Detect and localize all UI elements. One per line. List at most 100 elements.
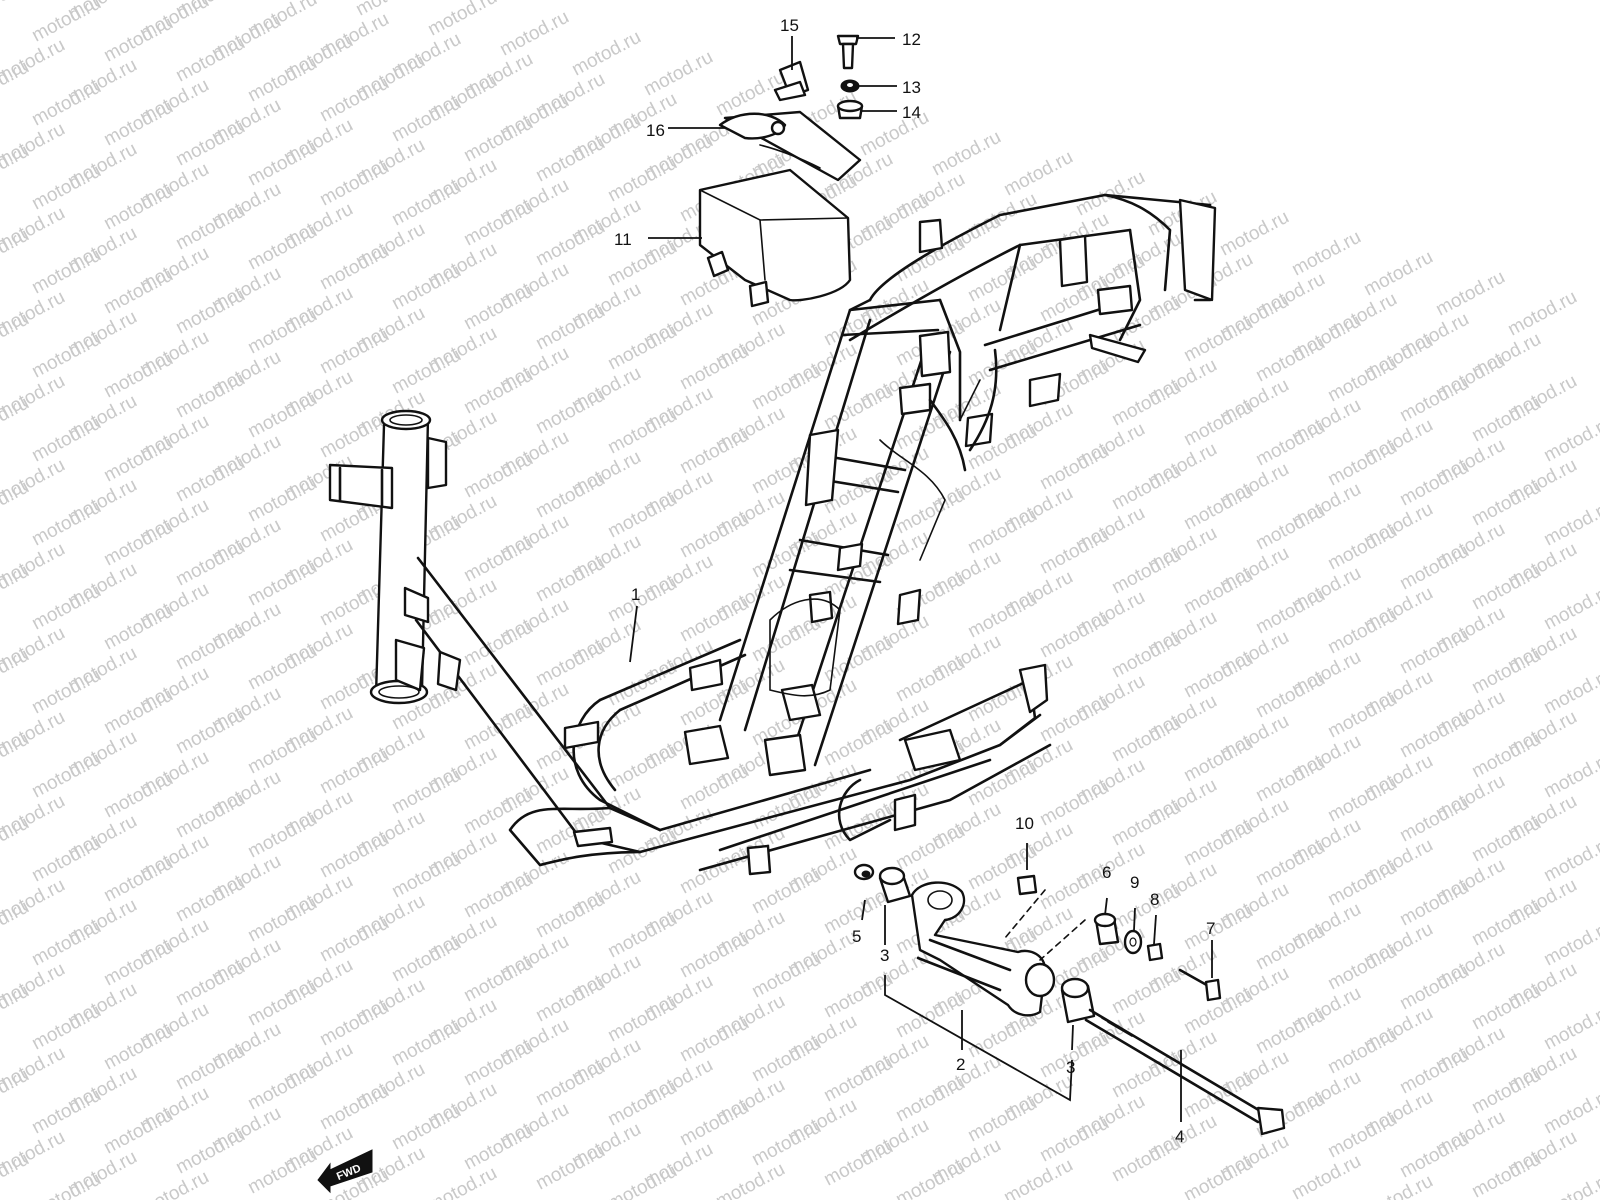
watermark-text: motod.ru xyxy=(496,7,572,61)
watermark-text: motod.ru xyxy=(460,869,536,923)
watermark-text: motod.ru xyxy=(1252,921,1328,975)
watermark-text: motod.ru xyxy=(28,1001,104,1055)
long-bolt xyxy=(1084,1008,1286,1136)
watermark-text: motod.ru xyxy=(964,253,1040,307)
callout-labels: 1 2 3 3 4 5 6 7 8 9 10 11 12 13 14 15 16 xyxy=(614,16,1215,1146)
watermark-text: motod.ru xyxy=(892,989,968,1043)
watermark-text: motod.ru xyxy=(244,641,320,695)
watermark-text: motod.ru xyxy=(1324,1025,1400,1079)
watermark-text: motod.ru xyxy=(1036,525,1112,579)
watermark-text: motod.ru xyxy=(820,717,896,771)
watermark-text: motod.ru xyxy=(244,977,320,1031)
watermark-text: motod.ru xyxy=(28,581,104,635)
watermark-text: motod.ru xyxy=(100,769,176,823)
watermark-text: motod.ru xyxy=(1036,609,1112,663)
watermark-text: motod.ru xyxy=(604,573,680,627)
watermark-text: motod.ru xyxy=(1288,1151,1364,1200)
callout-3b: 3 xyxy=(1066,1058,1075,1077)
watermark-text: motod.ru xyxy=(748,361,824,415)
watermark-text: motod.ru xyxy=(172,201,248,255)
watermark-text: motod.ru xyxy=(1072,167,1148,221)
watermark-text: motod.ru xyxy=(460,1037,536,1091)
watermark-text: motod.ru xyxy=(28,329,104,383)
leader-lines xyxy=(629,36,1213,1122)
watermark-text: motod.ru xyxy=(172,957,248,1011)
watermark-text: motod.ru xyxy=(28,245,104,299)
watermark-text: motod.ru xyxy=(1108,461,1184,515)
watermark-text: motod.ru xyxy=(1216,207,1292,261)
watermark-text: motod.ru xyxy=(316,745,392,799)
watermark-text: motod.ru xyxy=(100,1105,176,1159)
watermark-text: motod.ru xyxy=(1252,501,1328,555)
watermark-text: motod.ru xyxy=(1000,147,1076,201)
watermark-text: motod.ru xyxy=(172,285,248,339)
watermark-text: motod.ru xyxy=(1036,777,1112,831)
watermark-text: motod.ru xyxy=(1108,713,1184,767)
watermark-text: motod.ru xyxy=(244,557,320,611)
watermark-text: motod.ru xyxy=(136,1167,212,1200)
watermark-text: motod.ru xyxy=(892,1157,968,1200)
watermark-text: motod.ru xyxy=(532,889,608,943)
watermark-text: motod.ru xyxy=(820,801,896,855)
watermark-text: motod.ru xyxy=(172,621,248,675)
bush-left xyxy=(878,866,912,904)
callout-10: 10 xyxy=(1015,814,1034,833)
watermark-text: motod.ru xyxy=(100,181,176,235)
watermark-text: motod.ru xyxy=(604,741,680,795)
watermark-text: motod.ru xyxy=(100,97,176,151)
watermark-text: motod.ru xyxy=(352,0,428,20)
watermark-text: motod.ru xyxy=(460,281,536,335)
watermark-text: motod.ru xyxy=(244,893,320,947)
watermark-text: motod.ru xyxy=(1324,353,1400,407)
watermark-text: motod.ru xyxy=(1396,709,1472,763)
watermark-text: motod.ru xyxy=(604,405,680,459)
watermark-text: motod.ru xyxy=(1108,797,1184,851)
watermark-text: motod.ru xyxy=(100,349,176,403)
battery-clip xyxy=(773,60,810,102)
watermark-text: motod.ru xyxy=(424,0,500,40)
watermark-text: motod.ru xyxy=(1180,817,1256,871)
watermark-text: motod.ru xyxy=(388,933,464,987)
watermark-text: motod.ru xyxy=(1180,733,1256,787)
bush-6 xyxy=(1093,912,1120,946)
watermark-text: motod.ru xyxy=(532,385,608,439)
callout-1: 1 xyxy=(631,585,640,604)
watermark-text: motod.ru xyxy=(676,593,752,647)
watermark-text: motod.ru xyxy=(388,765,464,819)
watermark-text: motod.ru xyxy=(172,1041,248,1095)
watermark-text: motod.ru xyxy=(532,1057,608,1111)
watermark-text: motod.ru xyxy=(1360,1171,1436,1200)
watermark-text: motod.ru xyxy=(1324,689,1400,743)
watermark-text: motod.ru xyxy=(1396,373,1472,427)
watermark-text: motod.ru xyxy=(1396,961,1472,1015)
watermark-text: motod.ru xyxy=(100,517,176,571)
watermark-text: motod.ru xyxy=(1396,793,1472,847)
watermark-text: motod.ru xyxy=(388,1101,464,1155)
watermark-text: motod.ru xyxy=(604,993,680,1047)
watermark-text: motod.ru xyxy=(1252,417,1328,471)
watermark-text: motod.ru xyxy=(1468,477,1544,531)
watermark-text: motod.ru xyxy=(604,1161,680,1200)
callout-13: 13 xyxy=(902,78,921,97)
watermark-text: motod.ru xyxy=(1036,1113,1112,1167)
watermark-text: motod.ru xyxy=(1540,1169,1600,1200)
watermark-text: motod.ru xyxy=(244,473,320,527)
watermark-text: motod.ru xyxy=(1108,965,1184,1019)
watermark-text: motod.ru xyxy=(532,469,608,523)
collar xyxy=(853,863,875,881)
watermark-text: motod.ru xyxy=(244,809,320,863)
watermark-text: motod.ru xyxy=(1468,897,1544,951)
watermark-text: motod.ru xyxy=(100,853,176,907)
watermark-text: motod.ru xyxy=(892,1073,968,1127)
watermark-text: motod.ru xyxy=(388,849,464,903)
watermark-text: motod.ru xyxy=(604,321,680,375)
watermark-text: motod.ru xyxy=(1396,541,1472,595)
watermark-text: motod.ru xyxy=(964,1009,1040,1063)
watermark-text: motod.ru xyxy=(640,47,716,101)
watermark-text: motod.ru xyxy=(388,93,464,147)
watermark-text: motod.ru xyxy=(1468,393,1544,447)
watermark-text: motod.ru xyxy=(676,1097,752,1151)
watermark-text: motod.ru xyxy=(172,537,248,591)
watermark-text: motod.ru xyxy=(244,53,320,107)
watermark-text: motod.ru xyxy=(964,1093,1040,1147)
